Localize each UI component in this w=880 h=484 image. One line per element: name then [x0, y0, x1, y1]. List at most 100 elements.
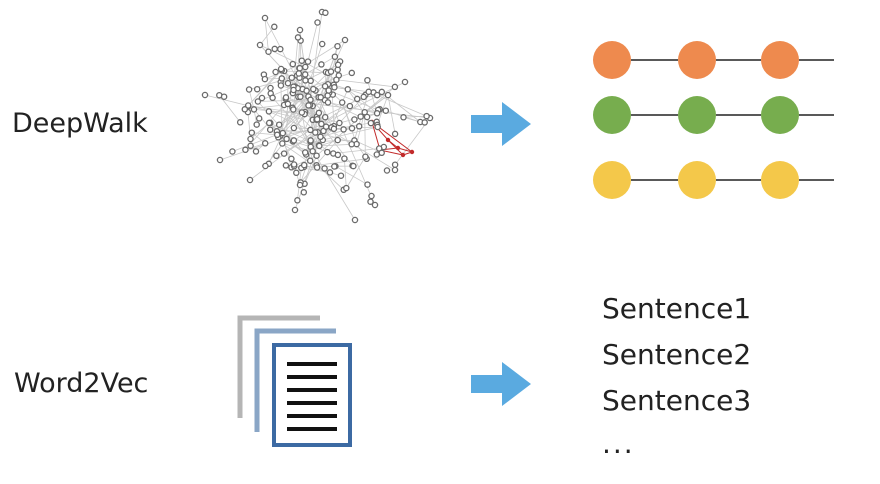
doc-back-page	[237, 315, 320, 418]
graph-node	[254, 98, 262, 105]
graph-edge	[245, 142, 266, 151]
graph-edge	[259, 26, 275, 46]
graph-node	[309, 147, 316, 155]
graph-node	[391, 161, 399, 168]
graph-node	[373, 151, 381, 158]
word2vec-arrow	[471, 362, 531, 406]
graph-node	[279, 140, 286, 147]
graph-node	[261, 140, 269, 147]
graph-nodes	[201, 8, 434, 224]
graph-edge	[364, 112, 366, 157]
graph-node	[283, 135, 290, 143]
graph-node	[330, 125, 338, 133]
graph-node	[321, 165, 328, 172]
graph-node	[278, 75, 286, 82]
graph-node	[367, 119, 375, 127]
graph-node	[353, 95, 361, 103]
walk-row	[593, 41, 834, 79]
graph-highlight-node	[400, 152, 406, 158]
network-graph-image	[201, 8, 434, 224]
graph-edge	[387, 95, 396, 134]
graph-node	[280, 150, 288, 157]
graph-node	[271, 23, 278, 31]
graph-node	[312, 129, 319, 136]
graph-node	[337, 172, 345, 179]
graph-edge	[300, 40, 306, 68]
graph-node	[296, 64, 304, 72]
graph-edge	[301, 112, 311, 161]
graph-edge	[333, 148, 380, 154]
graph-edge	[324, 99, 378, 126]
graph-node	[250, 106, 258, 113]
graph-node	[368, 192, 375, 200]
graph-node	[350, 162, 357, 170]
graph-node	[315, 109, 323, 117]
graph-edge	[345, 156, 366, 189]
graph-node	[216, 156, 224, 164]
graph-node	[293, 169, 300, 177]
graph-node	[291, 206, 299, 214]
graph-node	[303, 87, 310, 95]
graph-node	[265, 48, 272, 55]
graph-node	[241, 106, 249, 113]
graph-node	[322, 9, 329, 17]
graph-node	[382, 107, 390, 114]
graph-node	[284, 100, 292, 108]
graph-node	[302, 63, 309, 71]
graph-highlight-edge	[397, 147, 413, 153]
graph-node	[423, 112, 430, 120]
graph-node	[327, 68, 335, 75]
graph-node	[252, 148, 260, 155]
graph-node	[273, 152, 280, 160]
graph-edge	[264, 17, 269, 52]
graph-node	[348, 69, 356, 77]
sentence-ellipsis: ...	[602, 427, 635, 460]
graph-node	[284, 79, 292, 87]
graph-node	[298, 109, 306, 116]
graph-edge	[257, 101, 294, 142]
graph-node	[331, 84, 338, 91]
graph-node	[313, 152, 320, 159]
graph-highlight-node	[385, 137, 391, 143]
graph-edge	[335, 165, 368, 185]
graph-edge	[367, 80, 378, 114]
graph-node	[373, 110, 381, 117]
walk-row	[593, 161, 834, 199]
graph-node	[338, 99, 346, 106]
graph-edge	[292, 72, 329, 109]
graph-edge	[322, 126, 378, 141]
graph-node	[229, 148, 236, 155]
graph-node	[255, 115, 263, 122]
graph-node	[373, 91, 381, 99]
graph-node	[248, 129, 256, 136]
graph-node	[290, 86, 297, 94]
walk-node	[761, 161, 799, 199]
graph-node	[301, 71, 309, 78]
graph-edge	[254, 108, 305, 115]
graph-node	[290, 106, 297, 113]
graph-node	[326, 169, 334, 176]
graph-node	[288, 155, 295, 163]
graph-node	[334, 42, 341, 50]
graph-node	[266, 126, 274, 133]
graph-node	[343, 184, 350, 192]
graph-node	[334, 136, 341, 144]
graph-node	[258, 94, 266, 102]
graph-node	[313, 164, 321, 171]
graph-node	[302, 77, 309, 84]
graph-node	[316, 142, 323, 150]
graph-node	[344, 86, 352, 93]
graph-node	[310, 85, 317, 93]
graph-node	[307, 126, 314, 134]
graph-edge	[245, 104, 285, 151]
graph-node	[351, 116, 358, 123]
graph-node	[307, 96, 314, 104]
walk-node	[761, 41, 799, 79]
graph-node	[341, 36, 349, 44]
graph-node	[360, 93, 367, 101]
graph-highlight-node	[409, 149, 415, 155]
graph-node	[346, 102, 354, 110]
graph-node	[304, 58, 312, 65]
graph-node	[321, 113, 329, 121]
graph-node	[341, 155, 348, 162]
